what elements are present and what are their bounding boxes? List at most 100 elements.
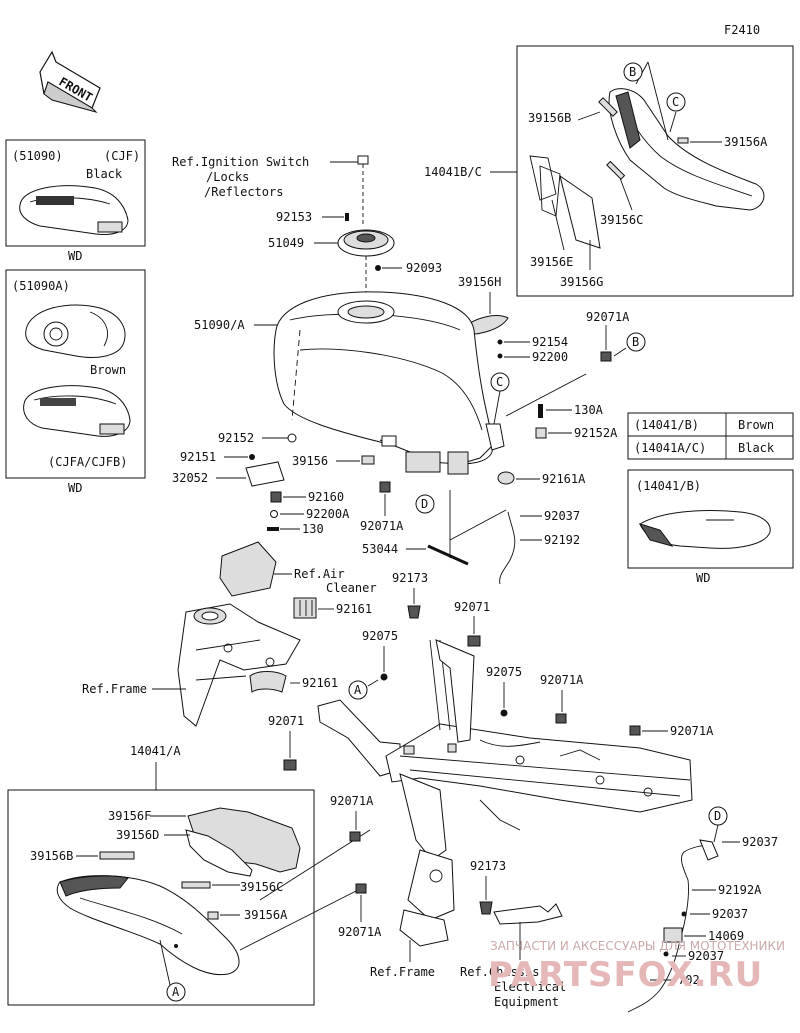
variant-cjfa-wd: WD (68, 481, 82, 495)
ref-electrical: Electrical (494, 980, 566, 994)
ref-ignition-switch: Ref.Ignition Switch (172, 155, 309, 169)
variant-cjfa-part: (51090A) (12, 279, 70, 293)
ref-locks: /Locks (206, 170, 249, 184)
callout-A-bottom: A (166, 982, 186, 1002)
callout-C-top: C (666, 92, 686, 112)
label-39156A-bottom: 39156A (244, 908, 288, 922)
ref-cleaner: Cleaner (326, 581, 377, 595)
tube-53044 (427, 544, 469, 566)
tank-illustration-black (19, 185, 129, 235)
side-cover-box (7, 789, 315, 1006)
watermark-line-1: ЗАПЧАСТИ И АКСЕССУАРЫ ДЛЯ МОТОТЕХНИКИ (490, 939, 785, 953)
watermark-line-2: PARTSFOX.RU (488, 955, 763, 995)
sheet-39156E (529, 155, 561, 217)
label-92071A-2: 92071A (360, 519, 404, 533)
variant-cjf-wd: WD (68, 249, 82, 263)
callout-D-bottom: D (708, 806, 728, 826)
label-53044: 53044 (362, 542, 398, 556)
label-92071A-4: 92071A (670, 724, 714, 738)
seal-39156B-top (598, 97, 618, 117)
bracket-chassis (493, 903, 563, 925)
label-92037-1: 92037 (544, 509, 580, 523)
callout-D-mid: D (415, 494, 435, 514)
variant-cjfa-code: (CJFA/CJFB) (48, 455, 127, 469)
color-table-color-2: Black (738, 441, 775, 455)
front-arrow-icon: FRONT (39, 50, 101, 113)
tail-cover-box: 14041B/C 39156B 39156A 39156C 39156E 391… (424, 45, 794, 297)
label-39156G: 39156G (560, 275, 603, 289)
label-92037-4: 92037 (688, 949, 724, 963)
tail-cover-illustration (608, 88, 765, 211)
variant-cjf-part: (51090) (12, 149, 63, 163)
label-14041A: 14041/A (130, 744, 181, 758)
label-39156C-top: 39156C (600, 213, 643, 227)
variant-cjf-color: Black (86, 167, 123, 181)
variant-cjf-code: (CJF) (104, 149, 140, 163)
label-92161-2: 92161 (302, 676, 338, 690)
ref-frame-2: Ref.Frame (370, 965, 435, 979)
label-92075-1: 92075 (362, 629, 398, 643)
side-cover-14041A (56, 875, 240, 976)
ref-air: Ref.Air (294, 567, 345, 581)
seal-39156C-top (606, 160, 626, 180)
seal-39156A-bottom (207, 911, 219, 920)
collar-92152A (535, 427, 547, 439)
label-39156B-bottom: 39156B (30, 849, 73, 863)
svg-text:C: C (672, 95, 679, 109)
label-92071-2: 92071 (268, 714, 304, 728)
label-92093: 92093 (406, 261, 442, 275)
callout-C-mid: C (490, 372, 510, 392)
label-39156H: 39156H (458, 275, 501, 289)
label-92153: 92153 (276, 210, 312, 224)
label-130A: 130A (574, 403, 604, 417)
label-92200: 92200 (532, 350, 568, 364)
label-92071A-3: 92071A (540, 673, 584, 687)
fuel-tank (273, 291, 493, 475)
svg-text:A: A (172, 985, 180, 999)
svg-text:A: A (354, 683, 362, 697)
bracket-32052 (245, 461, 285, 487)
label-702: 702 (678, 973, 700, 987)
label-92071A-1: 92071A (586, 310, 630, 324)
label-92037-2: 92037 (742, 835, 778, 849)
label-92192A: 92192A (718, 883, 762, 897)
svg-text:C: C (496, 375, 503, 389)
grommet-92071A-2 (379, 481, 391, 493)
tank-illustration-brown (23, 385, 131, 437)
pad-39156 (361, 455, 375, 465)
variant-box-cjf: (51090) (CJF) Black WD (5, 139, 146, 263)
damper-92161-1 (293, 597, 317, 619)
svg-text:D: D (714, 809, 721, 823)
hose-92192A (627, 845, 711, 1013)
variant-14041B-part: (14041/B) (636, 479, 701, 493)
label-92071-1: 92071 (454, 600, 490, 614)
label-130: 130 (302, 522, 324, 536)
washer-92152 (287, 433, 297, 443)
label-14041BC: 14041B/C (424, 165, 482, 179)
bolt-130A (538, 404, 543, 418)
label-92173-1: 92173 (392, 571, 428, 585)
callout-A-mid: A (348, 680, 368, 700)
ref-chassis: Ref.Chassis (460, 965, 539, 979)
frame (317, 639, 693, 947)
label-92200A: 92200A (306, 507, 350, 521)
sheet-39156D (185, 829, 253, 877)
label-92151: 92151 (180, 450, 216, 464)
valve-14069 (663, 927, 683, 943)
label-92037-3: 92037 (712, 907, 748, 921)
damper-92161A (497, 471, 515, 485)
svg-text:B: B (632, 335, 639, 349)
label-32052: 32052 (172, 471, 208, 485)
damper-92161-2 (249, 671, 287, 693)
label-92152A: 92152A (574, 426, 618, 440)
label-39156F: 39156F (108, 809, 151, 823)
figure-code: F2410 (724, 23, 760, 37)
variant-cjfa-color: Brown (90, 363, 126, 377)
label-39156: 39156 (292, 454, 328, 468)
label-92152: 92152 (218, 431, 254, 445)
seal-39156C-bottom (181, 881, 211, 889)
variant-box-cjfa: (51090A) Brown (CJFA/CJFB) WD (5, 269, 146, 495)
color-table-part-1: (14041/B) (634, 418, 699, 432)
grommet-92071A-1 (600, 351, 612, 362)
label-92075-2: 92075 (486, 665, 522, 679)
